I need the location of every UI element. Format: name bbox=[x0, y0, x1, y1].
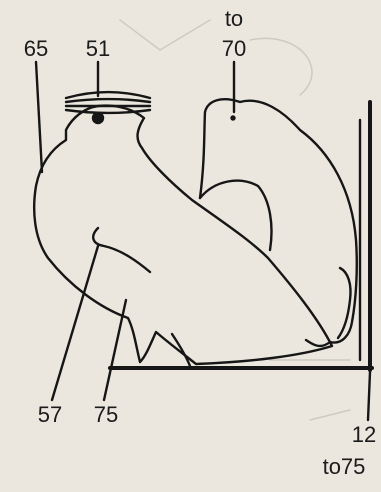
leader-65 bbox=[36, 62, 42, 172]
eye bbox=[93, 113, 103, 123]
label-to75: to75 bbox=[323, 456, 366, 478]
label-57: 57 bbox=[38, 404, 62, 426]
label-to: to bbox=[225, 8, 243, 30]
ornament-lines bbox=[66, 92, 150, 113]
label-65: 65 bbox=[24, 38, 48, 60]
bird-body bbox=[34, 106, 332, 364]
label-75: 75 bbox=[94, 404, 118, 426]
label-12: 12 bbox=[352, 424, 376, 446]
tail-lower-fold bbox=[338, 268, 351, 338]
label-70: 70 bbox=[222, 38, 246, 60]
tail-inner-fold bbox=[200, 181, 272, 250]
tail-dot bbox=[232, 117, 235, 120]
wing-curve bbox=[93, 228, 150, 272]
leader-75 bbox=[104, 300, 126, 400]
label-51: 51 bbox=[86, 38, 110, 60]
leader-12 bbox=[368, 372, 370, 420]
feet bbox=[172, 334, 190, 366]
